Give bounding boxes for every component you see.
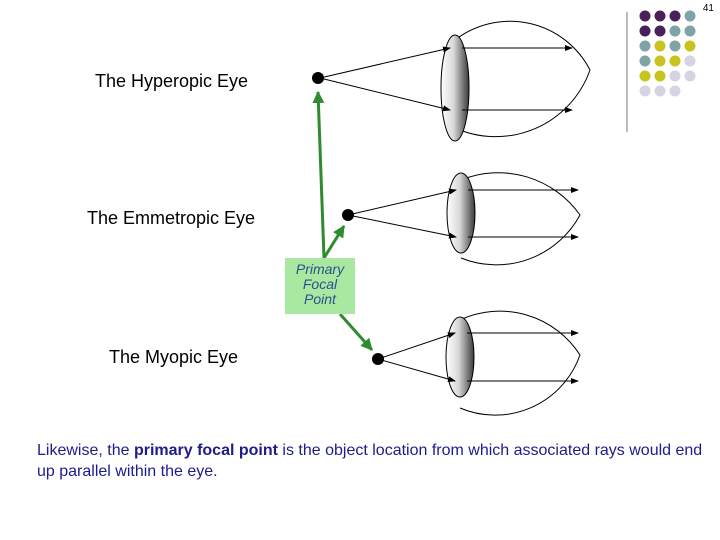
focal-arrow-myopic	[338, 313, 374, 351]
decor-dot	[654, 85, 666, 97]
focal-arrow-emmetropic	[322, 225, 346, 259]
emmetropic-eye	[342, 172, 581, 266]
decor-dot	[639, 70, 651, 82]
decor-dot	[639, 40, 651, 52]
decor-dot	[654, 10, 666, 22]
decor-dot	[669, 70, 681, 82]
decor-dot	[669, 85, 681, 97]
ray	[347, 188, 457, 216]
ray	[377, 358, 456, 382]
eye-label-emmetropic: The Emmetropic Eye	[87, 208, 256, 228]
caption-text: Likewise, the primary focal point is the…	[37, 440, 707, 482]
decor-dot	[669, 55, 681, 67]
primary-focal-point-label: Primary Focal Point	[285, 258, 355, 314]
decor-dot	[684, 70, 696, 82]
lens-icon	[440, 34, 470, 142]
eyeball-outline	[460, 172, 581, 266]
ray	[377, 332, 456, 360]
decor-dot	[669, 10, 681, 22]
decor-dot	[684, 25, 696, 37]
decor-dot	[654, 55, 666, 67]
ray	[319, 77, 451, 112]
decor-dot	[684, 55, 696, 67]
decor-dot	[639, 55, 651, 67]
decor-dot	[654, 40, 666, 52]
object-point	[342, 209, 354, 221]
caption-before: Likewise, the	[37, 442, 134, 459]
focal-label-line: Point	[304, 291, 336, 307]
decor-dot	[639, 85, 651, 97]
decor-dot	[684, 40, 696, 52]
myopic-eye	[372, 310, 581, 416]
focal-arrow-up	[312, 91, 326, 259]
focal-label-line: Primary	[295, 261, 345, 277]
decor-dot	[654, 25, 666, 37]
object-point	[312, 72, 324, 84]
lens-icon	[446, 172, 476, 254]
decor-dot	[684, 10, 696, 22]
slide-number: 41	[702, 3, 714, 14]
caption-emphasis: primary focal point	[133, 442, 278, 459]
lens-icon	[445, 316, 475, 398]
decor-dot	[639, 25, 651, 37]
eyeball-outline	[459, 310, 581, 416]
eye-label-hyperopic: The Hyperopic Eye	[95, 71, 249, 91]
ray	[319, 46, 451, 79]
decor-dot	[669, 25, 681, 37]
eyeball-outline	[454, 20, 591, 138]
hyperopic-eye	[312, 20, 591, 142]
eye-label-myopic: The Myopic Eye	[109, 347, 239, 367]
decor-dot	[639, 10, 651, 22]
decor-dot-grid	[639, 10, 696, 97]
decor-dot	[654, 70, 666, 82]
caption-after: is the object location from which associ…	[37, 442, 703, 480]
object-point	[372, 353, 384, 365]
ray	[347, 214, 457, 239]
decor-dot	[669, 40, 681, 52]
focal-label-line: Focal	[302, 276, 338, 292]
